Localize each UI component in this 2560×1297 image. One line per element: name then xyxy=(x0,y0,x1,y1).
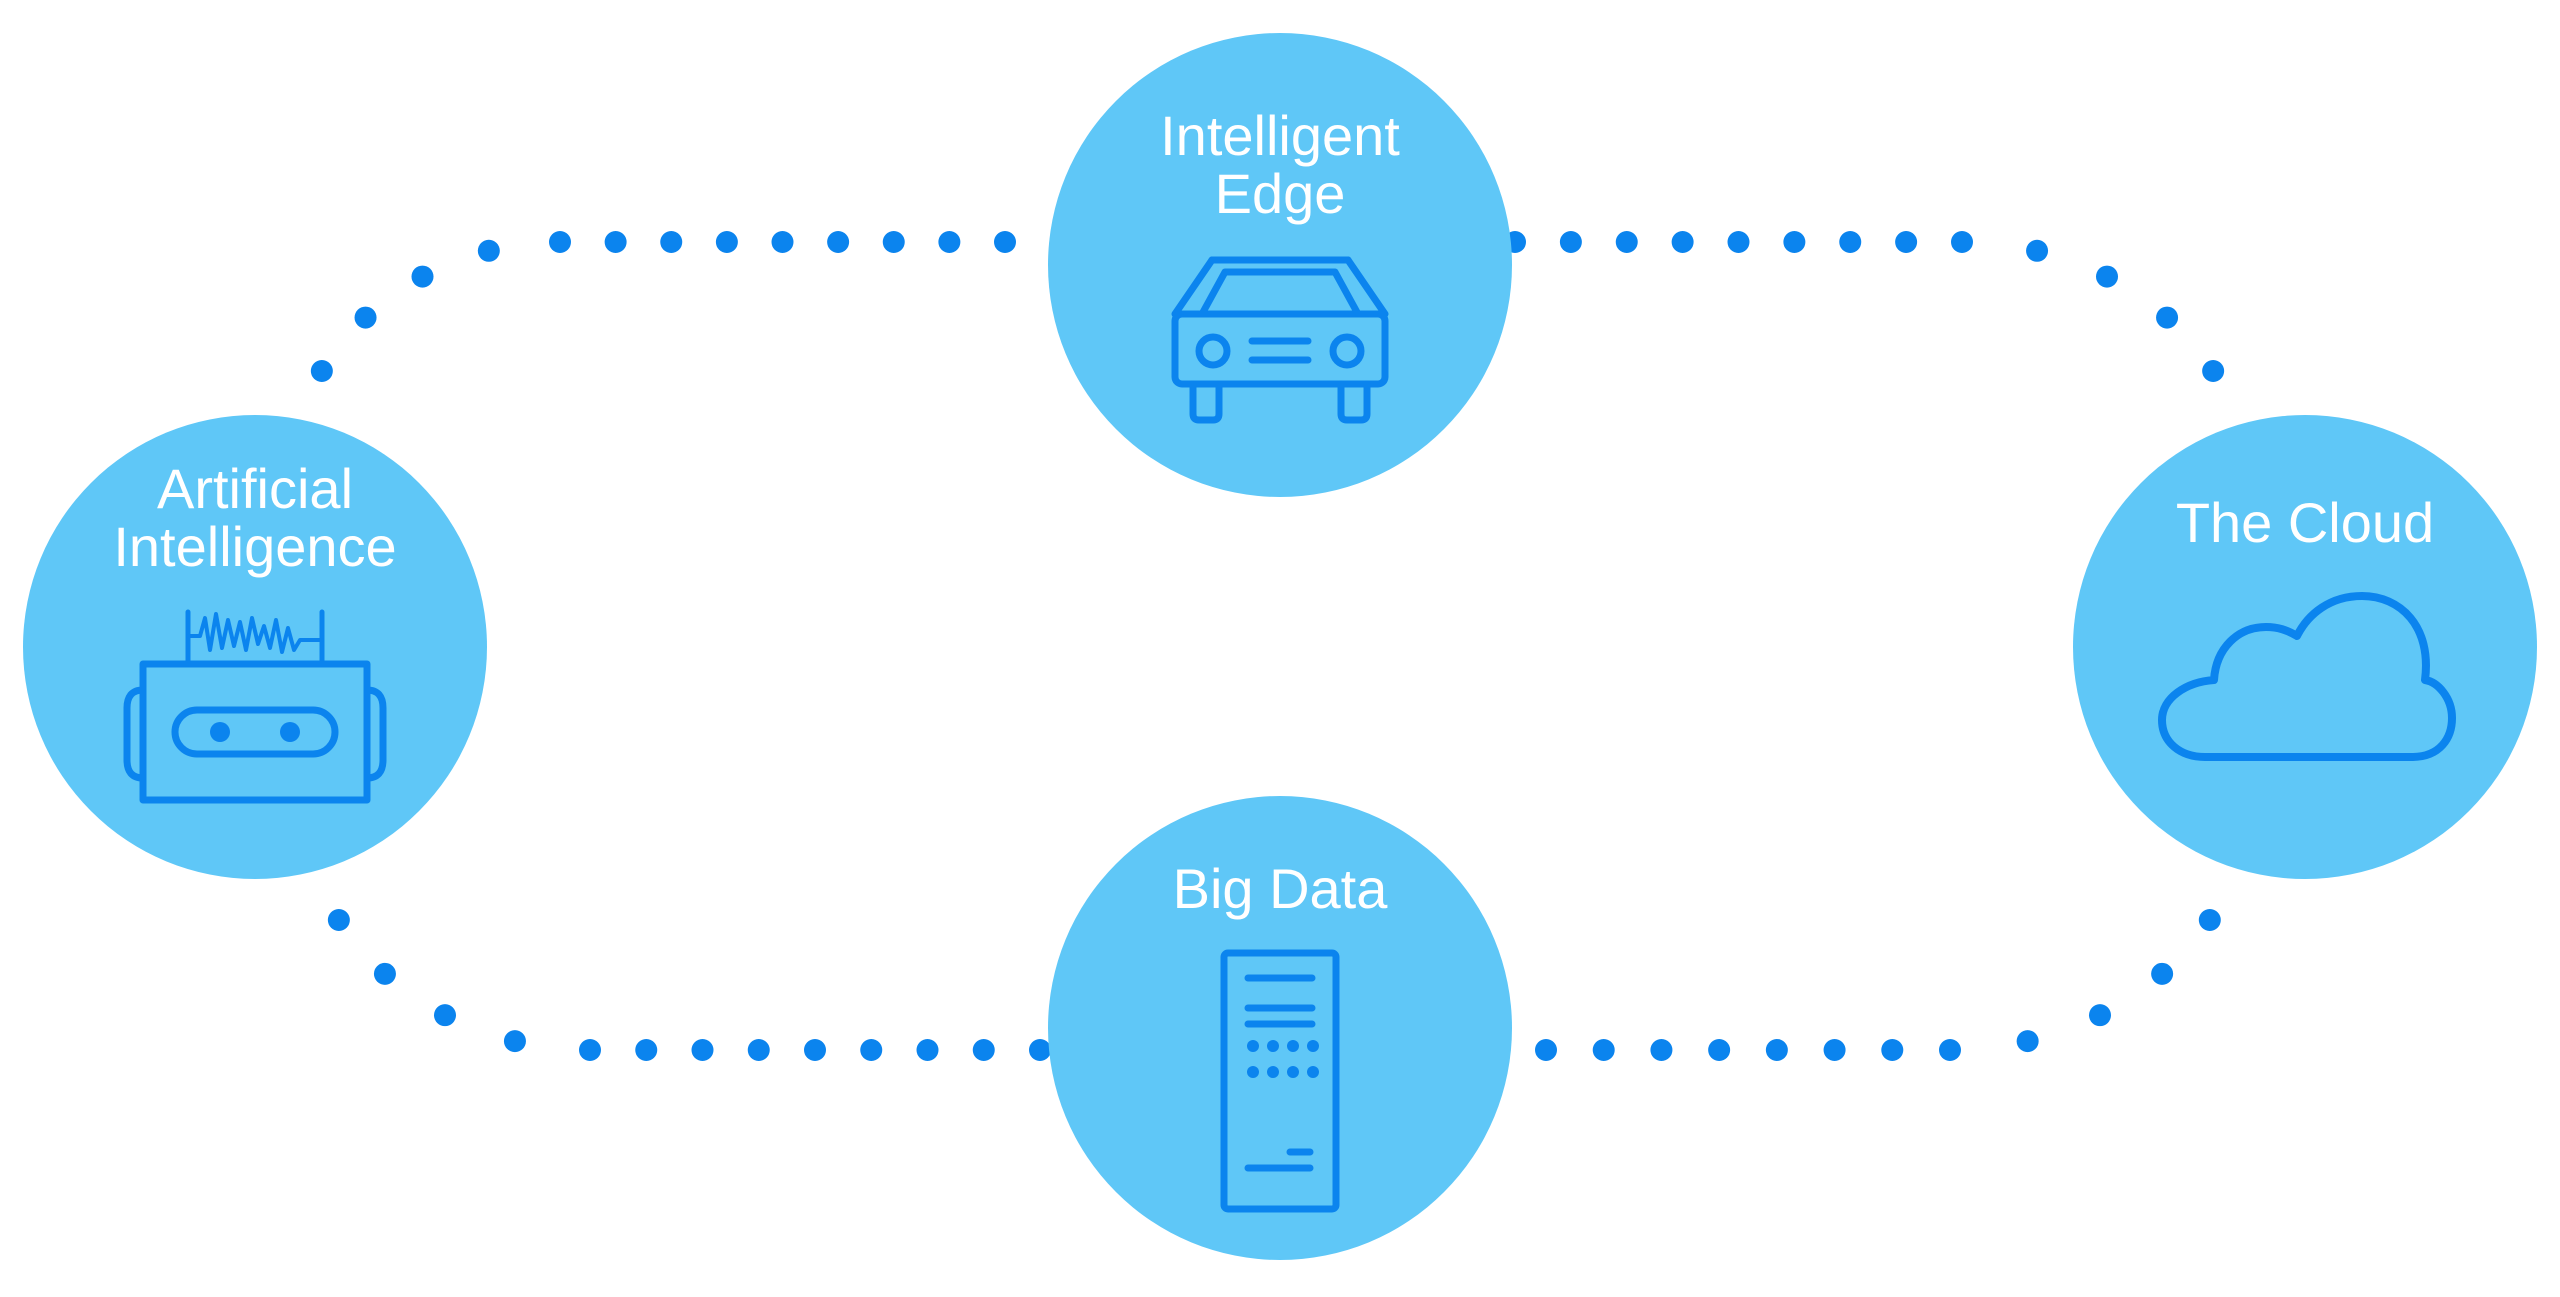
node-label-line-1: Intelligent xyxy=(1160,104,1400,167)
connector-dot xyxy=(2016,1030,2039,1053)
connector-dot xyxy=(373,962,396,985)
node-big-data: Big Data xyxy=(1048,796,1512,1260)
connector-dot xyxy=(804,1039,826,1061)
connector-dot xyxy=(1592,1039,1615,1061)
connector-dot xyxy=(715,231,738,253)
node-circle xyxy=(1048,33,1512,497)
connector-dot xyxy=(503,1030,526,1053)
connector-dot xyxy=(635,1039,658,1061)
connector-dot xyxy=(1708,1039,1731,1061)
connector-dot xyxy=(2151,962,2174,985)
connector-dot xyxy=(1881,1039,1904,1061)
car-icon xyxy=(1171,256,1389,424)
node-circle xyxy=(23,415,487,879)
dotted-connector-loop xyxy=(310,231,2225,1061)
node-label-line-1: The Cloud xyxy=(2176,491,2434,554)
server-icon xyxy=(1220,949,1340,1213)
node-label-line-2: Edge xyxy=(1215,162,1346,225)
connector-dot xyxy=(1783,231,1806,253)
connector-dot xyxy=(938,231,961,253)
node-circle xyxy=(1048,796,1512,1260)
connector-dot xyxy=(411,265,434,288)
connector-dot xyxy=(1839,231,1862,253)
connector-dot xyxy=(434,1004,456,1027)
node-intelligent-edge: Intelligent Edge xyxy=(1048,33,1512,497)
connector-dot xyxy=(1671,231,1694,253)
connector-dot xyxy=(2156,306,2179,329)
connector-dot xyxy=(747,1039,770,1061)
connector-dot xyxy=(882,231,905,253)
connector-dot xyxy=(327,909,350,931)
connector-dot xyxy=(994,231,1016,253)
robot-icon xyxy=(123,609,387,804)
cloud-icon xyxy=(2158,592,2456,761)
connector-dot xyxy=(660,231,683,253)
connector-dot xyxy=(579,1039,601,1061)
connector-dot xyxy=(2026,239,2049,262)
connector-dot xyxy=(827,231,850,253)
connector-dot xyxy=(549,231,571,253)
connector-dot xyxy=(1727,231,1750,253)
connector-dot xyxy=(916,1039,939,1061)
node-artificial-intelligence: Artificial Intelligence xyxy=(23,415,487,879)
connector-dot xyxy=(1765,1039,1788,1061)
connector-dot xyxy=(860,1039,883,1061)
connector-dot xyxy=(972,1039,995,1061)
connector-dot xyxy=(1939,1039,1961,1061)
connector-dot xyxy=(2096,265,2118,288)
connector-dot xyxy=(771,231,794,253)
connector-dot xyxy=(1650,1039,1673,1061)
node-label-line-1: Artificial xyxy=(157,457,353,520)
connector-dot xyxy=(2198,909,2221,931)
node-label-line-1: Big Data xyxy=(1173,857,1389,920)
node-circle xyxy=(2073,415,2537,879)
connector-dot xyxy=(1615,231,1638,253)
node-the-cloud: The Cloud xyxy=(2073,415,2537,879)
connector-dot xyxy=(1951,231,1973,253)
connector-dot xyxy=(604,231,627,253)
connector-dot xyxy=(1559,231,1582,253)
node-label-line-2: Intelligence xyxy=(113,515,396,578)
connector-dot xyxy=(1823,1039,1846,1061)
connector-dot xyxy=(310,360,333,382)
connector-dot xyxy=(691,1039,714,1061)
connector-dot xyxy=(477,239,500,262)
connector-dot xyxy=(2089,1004,2111,1027)
connector-dot xyxy=(2202,360,2225,382)
connector-dot xyxy=(1029,1039,1051,1061)
connector-dot xyxy=(1535,1039,1557,1061)
connector-dot xyxy=(354,306,377,329)
connector-dot xyxy=(1895,231,1918,253)
